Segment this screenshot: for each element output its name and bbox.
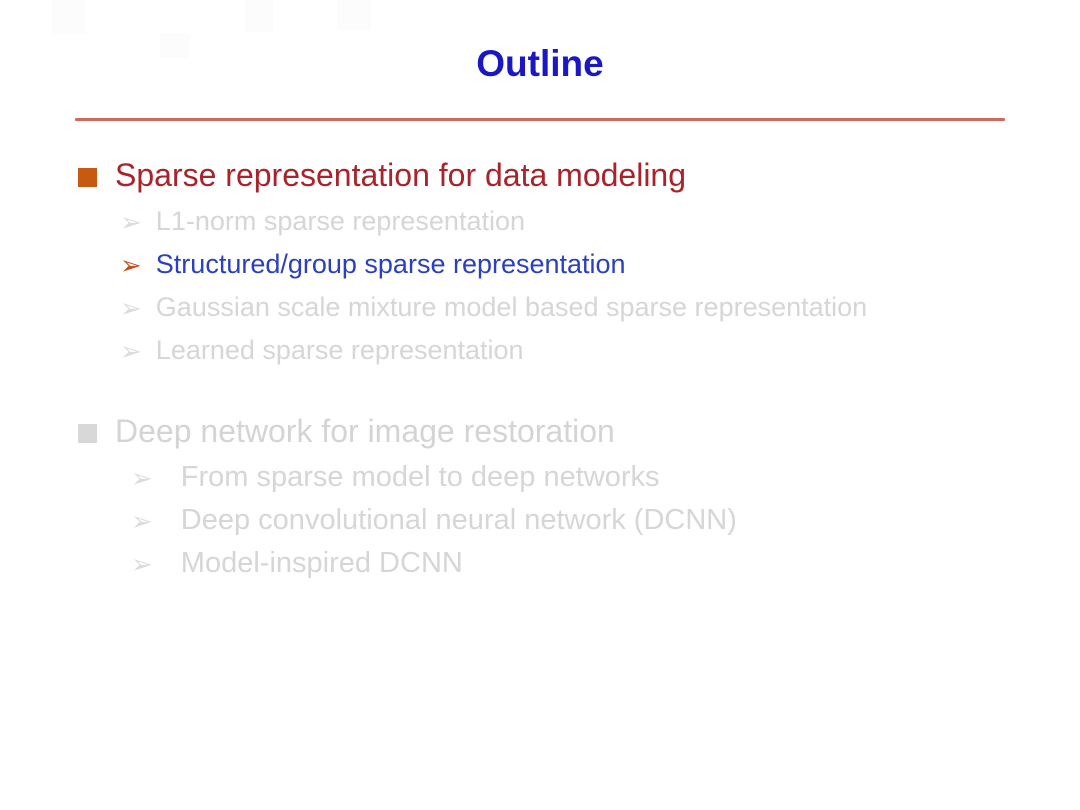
outline-item-label: From sparse model to deep networks — [180, 461, 660, 494]
outline-item-gaussian-scale-mixture[interactable]: ➢ Gaussian scale mixture model based spa… — [0, 286, 1080, 329]
outline-item-label: Model-inspired DCNN — [180, 547, 463, 580]
outline-item-label: Gaussian scale mixture model based spars… — [155, 292, 868, 323]
arrow-bullet-icon: ➢ — [120, 336, 142, 366]
arrow-bullet-icon: ➢ — [120, 207, 142, 237]
outline-item-label: Deep convolutional neural network (DCNN) — [180, 504, 737, 537]
artifact-speck — [52, 0, 86, 34]
arrow-bullet-icon: ➢ — [120, 293, 142, 323]
section-heading-sparse-representation[interactable]: Sparse representation for data modeling — [0, 152, 1080, 200]
outline-section-deep-network: Deep network for image restoration ➢ Fro… — [0, 408, 1080, 585]
square-bullet-icon — [78, 167, 97, 187]
outline-item-model-inspired-dcnn[interactable]: ➢ Model-inspired DCNN — [0, 542, 1080, 585]
page-title: Outline — [476, 43, 604, 84]
arrow-bullet-icon: ➢ — [131, 506, 153, 536]
outline-item-l1-norm[interactable]: ➢ L1-norm sparse representation — [0, 200, 1080, 243]
outline-item-label: Structured/group sparse representation — [155, 249, 626, 280]
outline-section-sparse-representation: Sparse representation for data modeling … — [0, 152, 1080, 372]
square-bullet-icon — [78, 423, 97, 443]
outline-item-label: Learned sparse representation — [155, 335, 524, 366]
outline-item-structured-group[interactable]: ➢ Structured/group sparse representation — [0, 243, 1080, 286]
arrow-bullet-icon: ➢ — [131, 549, 153, 579]
arrow-bullet-icon: ➢ — [120, 250, 142, 280]
section-heading-label: Sparse representation for data modeling — [115, 157, 687, 194]
outline-item-learned-sparse[interactable]: ➢ Learned sparse representation — [0, 329, 1080, 372]
section-heading-deep-network[interactable]: Deep network for image restoration — [0, 408, 1080, 456]
outline-list: Sparse representation for data modeling … — [0, 152, 1080, 585]
artifact-speck — [245, 0, 273, 32]
outline-item-from-sparse-to-deep[interactable]: ➢ From sparse model to deep networks — [0, 456, 1080, 499]
artifact-speck — [337, 0, 371, 30]
outline-item-label: L1-norm sparse representation — [155, 206, 525, 237]
outline-item-dcnn[interactable]: ➢ Deep convolutional neural network (DCN… — [0, 499, 1080, 542]
arrow-bullet-icon: ➢ — [131, 463, 153, 493]
artifact-speck — [160, 33, 190, 59]
section-heading-label: Deep network for image restoration — [115, 413, 615, 450]
title-divider — [75, 118, 1005, 121]
